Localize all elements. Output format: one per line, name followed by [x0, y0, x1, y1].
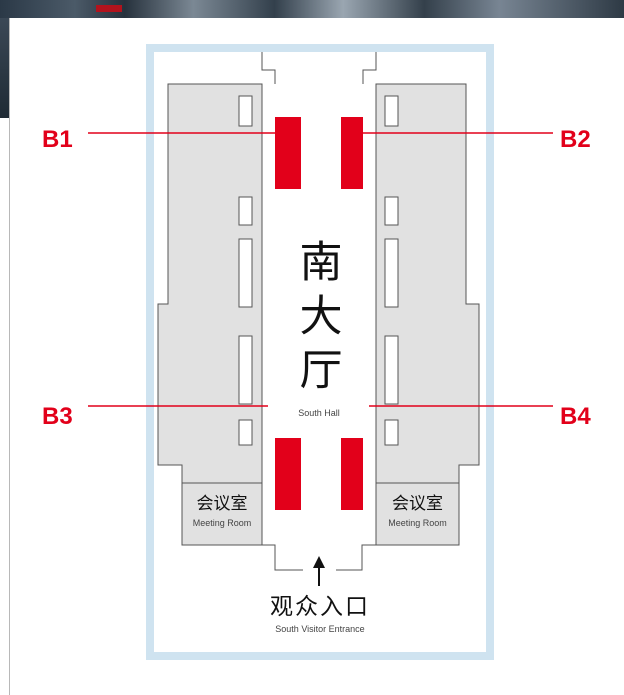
hall-name-en: South Hall — [298, 408, 340, 418]
entrance-wall-left — [262, 544, 303, 571]
background-photo-strip — [0, 0, 624, 18]
pillar — [384, 419, 399, 446]
pillar — [238, 335, 253, 405]
pillar — [384, 335, 399, 405]
entrance-name-cn: 观众入口 — [270, 594, 370, 620]
pillar — [238, 238, 253, 308]
hall-name-char-2: 大 — [299, 292, 343, 342]
booth-label-b4: B4 — [560, 403, 591, 430]
left-wing — [157, 83, 263, 546]
entrance-name-en: South Visitor Entrance — [275, 624, 365, 634]
pillar — [238, 196, 253, 226]
pillar — [238, 419, 253, 446]
entrance-wall-right — [336, 544, 376, 571]
wall-top-right — [362, 52, 377, 84]
booth-label-b3: B3 — [42, 403, 73, 430]
meeting-room-left-cn: 会议室 — [196, 494, 248, 514]
pillar — [384, 238, 399, 308]
arrow-up-icon — [313, 556, 325, 586]
hall-name-char-3: 厅 — [299, 346, 343, 396]
booth-label-b1: B1 — [42, 126, 73, 153]
booth-b3 — [275, 438, 301, 510]
booth-b4 — [341, 438, 363, 510]
pillar — [238, 95, 253, 127]
meeting-room-left-en: Meeting Room — [192, 518, 252, 528]
pillar — [384, 196, 399, 226]
booth-b2 — [341, 117, 363, 189]
meeting-room-right-cn: 会议室 — [392, 494, 443, 514]
right-wing — [375, 83, 480, 546]
pillar — [384, 95, 399, 127]
wall-top-left — [261, 52, 276, 84]
booth-label-b2: B2 — [560, 126, 591, 153]
photo-detail — [96, 5, 122, 12]
hall-name-char-1: 南 — [299, 238, 343, 288]
background-photo-edge — [0, 18, 10, 118]
booth-b1 — [275, 117, 301, 189]
meeting-room-right-en: Meeting Room — [388, 518, 447, 528]
